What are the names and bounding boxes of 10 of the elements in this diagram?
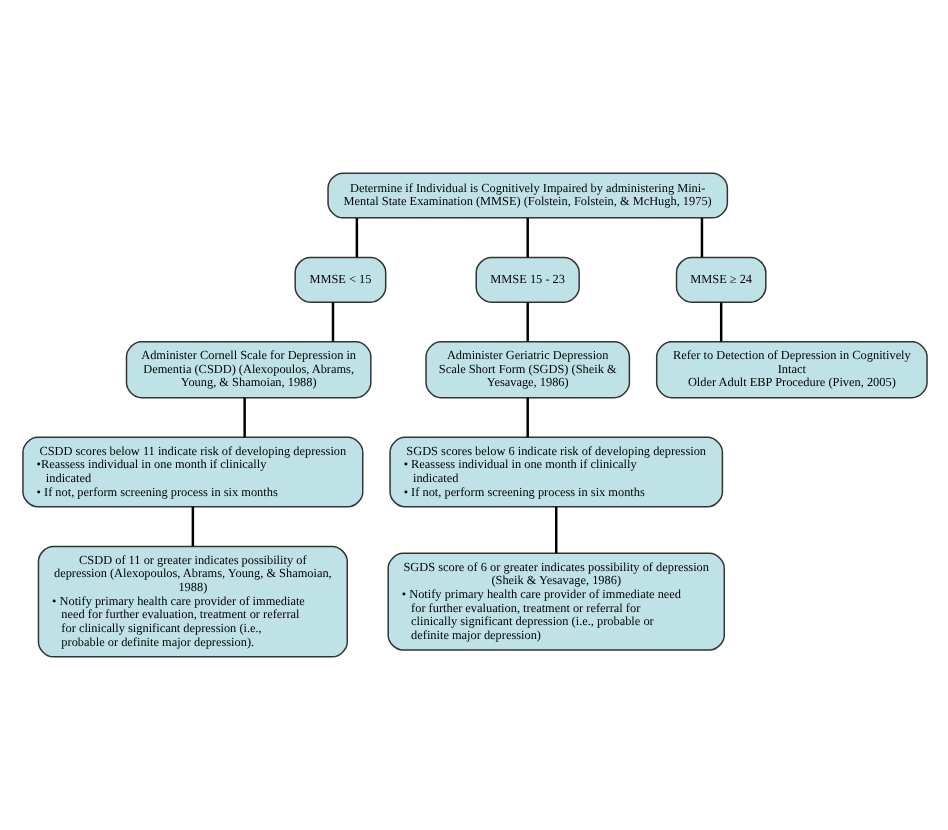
connector bbox=[242, 397, 245, 438]
connector bbox=[718, 302, 722, 342]
connector bbox=[354, 218, 358, 258]
connector bbox=[190, 506, 194, 547]
connector bbox=[525, 302, 528, 342]
connector bbox=[525, 397, 528, 438]
connector bbox=[525, 218, 528, 258]
connector bbox=[699, 218, 703, 258]
connector bbox=[554, 506, 557, 554]
connector bbox=[330, 302, 334, 342]
